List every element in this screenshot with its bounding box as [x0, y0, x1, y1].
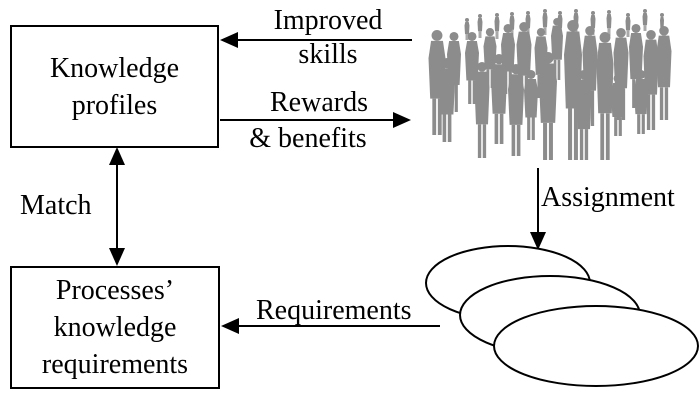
improved-skills-line-2: skills	[298, 39, 358, 70]
match-label: Match	[20, 190, 92, 221]
process-requirements-line-3: requirements	[41, 349, 189, 380]
person-silhouette	[465, 32, 479, 104]
assignment-label: Assignment	[541, 182, 675, 213]
person-silhouette	[660, 13, 664, 33]
person-silhouette	[625, 13, 631, 37]
rewards-arrowhead	[393, 112, 411, 128]
person-silhouette	[656, 26, 672, 120]
person-silhouette	[439, 58, 455, 142]
process-requirements-box: Processes’ knowledge requirements	[10, 266, 220, 389]
assignment-arrowhead	[530, 232, 546, 250]
knowledge-profiles-line-2: profiles	[71, 89, 158, 121]
person-silhouette	[539, 52, 557, 160]
process-ellipse-3	[493, 305, 699, 387]
requirements-label: Requirements	[256, 295, 412, 326]
knowledge-profiles-box: Knowledge profiles	[10, 25, 219, 148]
match-arrowhead-up	[109, 147, 125, 165]
person-silhouette	[474, 62, 490, 158]
person-silhouette	[494, 13, 500, 39]
rewards-benefits-label: Rewards & benefits	[228, 87, 388, 155]
person-silhouette	[491, 54, 507, 144]
improved-skills-line-1: Improved	[273, 5, 383, 36]
person-silhouette	[477, 14, 483, 38]
rewards-benefits-line-2: & benefits	[249, 123, 367, 154]
process-requirements-line-1: Processes’	[55, 275, 175, 306]
improved-skills-label: Improved skills	[238, 5, 418, 71]
process-requirements-line-2: knowledge	[53, 312, 177, 343]
person-silhouette	[606, 10, 612, 36]
person-silhouette	[508, 64, 524, 156]
improved-skills-arrowhead	[220, 32, 238, 48]
rewards-benefits-line-1: Rewards	[270, 87, 368, 118]
person-silhouette	[596, 31, 614, 160]
match-arrowhead-down	[109, 248, 125, 266]
person-silhouette	[642, 9, 648, 31]
person-silhouette	[576, 70, 592, 160]
requirements-arrowhead	[221, 318, 239, 334]
person-silhouette	[634, 70, 648, 134]
person-silhouette	[611, 74, 625, 136]
person-silhouette	[643, 30, 659, 130]
knowledge-profiles-line-1: Knowledge	[49, 52, 180, 84]
person-silhouette	[524, 70, 538, 140]
